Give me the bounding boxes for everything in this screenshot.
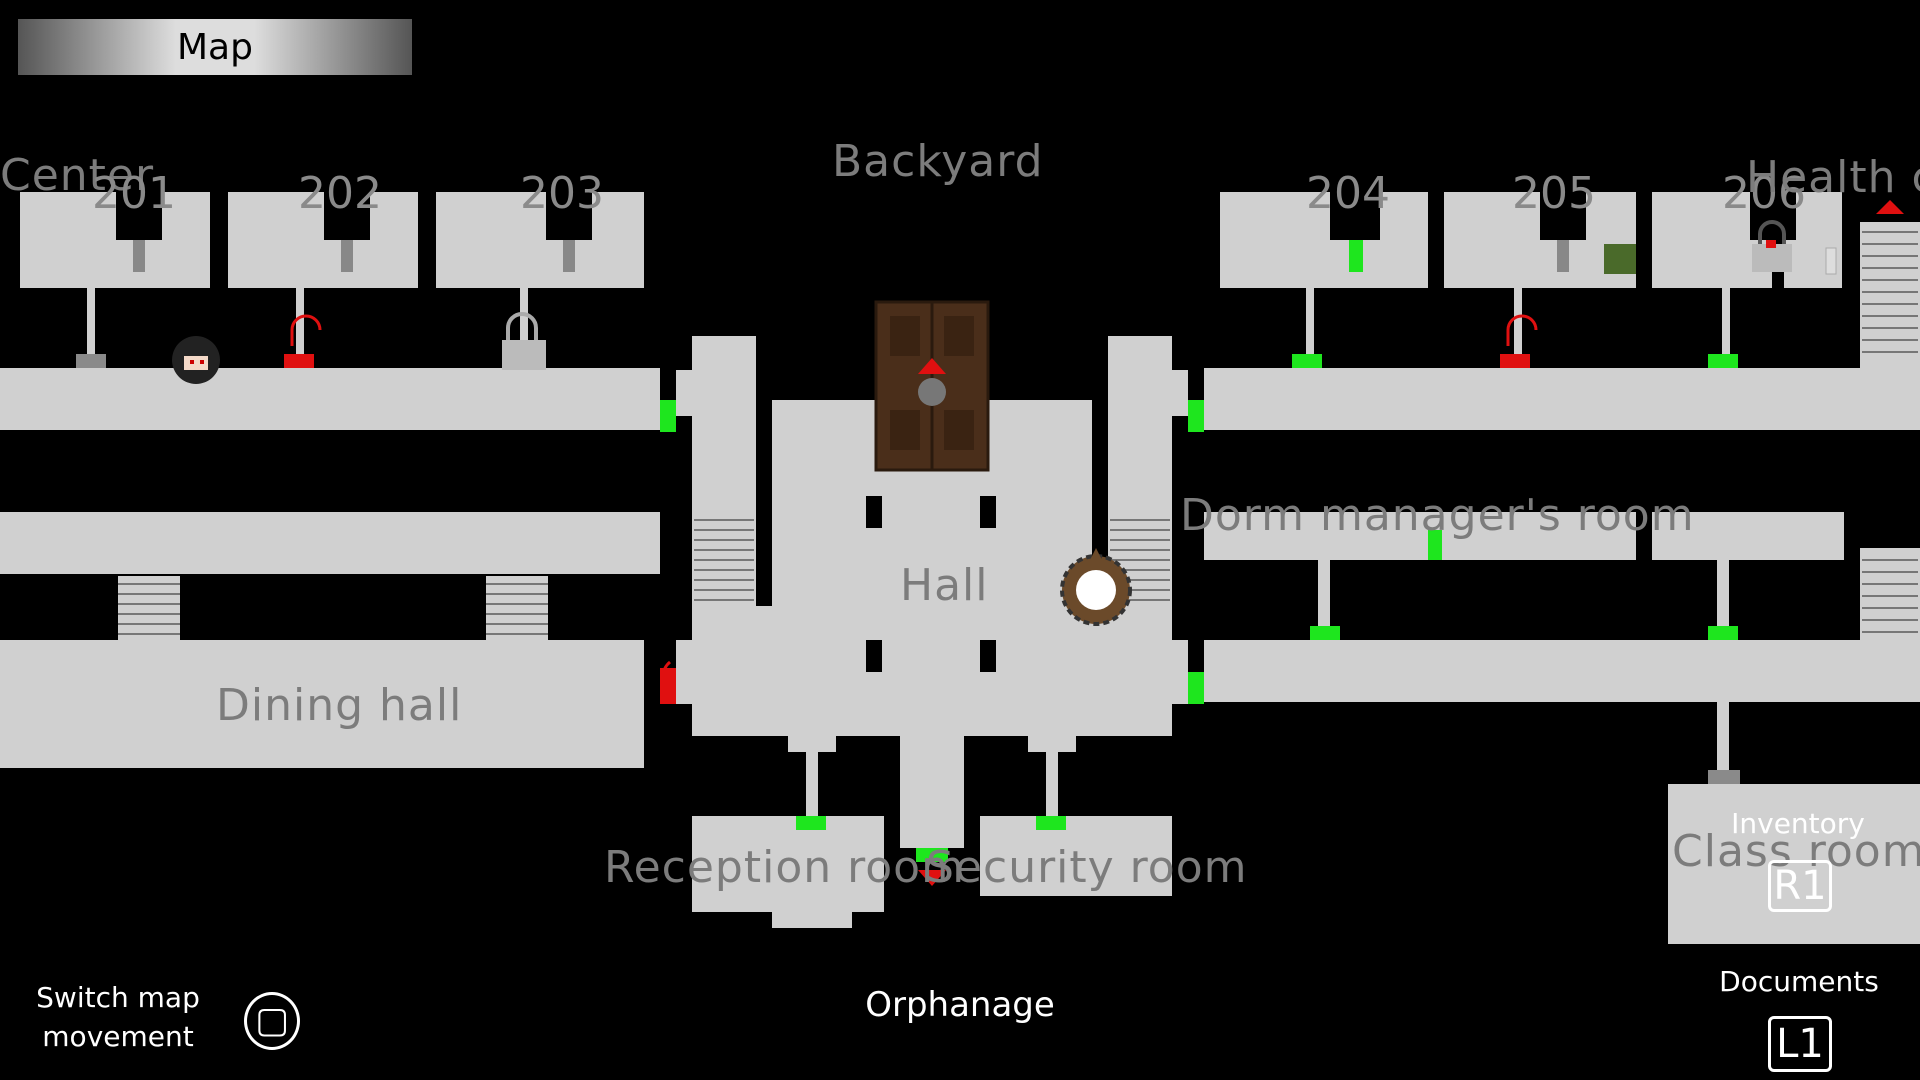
down-arrow-icon	[918, 870, 946, 886]
lower-right-corridor	[1204, 640, 1920, 702]
page-title: Map	[177, 27, 253, 68]
upper-left-corridor	[0, 368, 660, 430]
door-markers	[76, 354, 1740, 862]
square-button-icon[interactable]: ▢	[244, 992, 300, 1050]
switch-label-line1: Switch map	[36, 981, 200, 1014]
item-icon	[1604, 244, 1636, 274]
stairs-right	[1860, 222, 1920, 640]
room-number-202: 202	[298, 168, 382, 219]
padlock-icon	[1752, 220, 1792, 272]
room-label-health: Health c	[1746, 152, 1920, 203]
dining-hall-room	[0, 640, 644, 768]
room-number-206: 206	[1722, 168, 1806, 219]
dorm-corridor	[1204, 512, 1844, 560]
upper-right-corridor	[1204, 368, 1920, 430]
r1-button[interactable]: R1	[1768, 860, 1832, 912]
upper-rooms-left	[20, 192, 644, 288]
save-point-icon	[1060, 548, 1132, 626]
player-portrait-icon	[172, 336, 220, 384]
l1-button[interactable]: L1	[1768, 1016, 1832, 1072]
room-label-dorm-manager: Dorm manager's room	[1180, 490, 1695, 541]
room-number-203: 203	[520, 168, 604, 219]
middle-left-corridor	[0, 512, 660, 574]
room-number-204: 204	[1306, 168, 1390, 219]
documents-label: Documents	[1719, 965, 1879, 998]
switch-map-movement-label: Switch map movement	[36, 978, 200, 1056]
room-label-dining-hall: Dining hall	[216, 680, 463, 731]
room-label-hall: Hall	[900, 560, 989, 611]
up-arrow-icon	[1876, 200, 1904, 214]
backyard-wooden-door[interactable]	[874, 300, 990, 472]
dorm-connectors	[1318, 560, 1729, 772]
room-number-201: 201	[92, 168, 176, 219]
room-number-205: 205	[1512, 168, 1596, 219]
room-label-backyard: Backyard	[832, 136, 1044, 187]
room-label-reception: Reception room	[604, 842, 965, 893]
bottom-rooms	[692, 784, 1920, 944]
room-label-security: Security room	[926, 842, 1248, 893]
up-arrow-icon	[918, 358, 946, 374]
room-connectors	[87, 288, 1730, 356]
item-icon	[1825, 247, 1837, 275]
stairs-hall	[694, 519, 1170, 601]
unlocked-padlock-icon	[290, 314, 1538, 692]
hall-area	[676, 336, 1188, 848]
switch-label-line2: movement	[42, 1020, 194, 1054]
padlock-icon	[502, 312, 546, 370]
map-title-bar: Map	[18, 19, 412, 75]
room-label-class-room: Class room	[1672, 826, 1920, 877]
inventory-label: Inventory	[1731, 807, 1865, 840]
stairs-left	[118, 576, 548, 640]
room-label-center: Center	[0, 150, 155, 201]
map-name: Orphanage	[865, 985, 1055, 1025]
